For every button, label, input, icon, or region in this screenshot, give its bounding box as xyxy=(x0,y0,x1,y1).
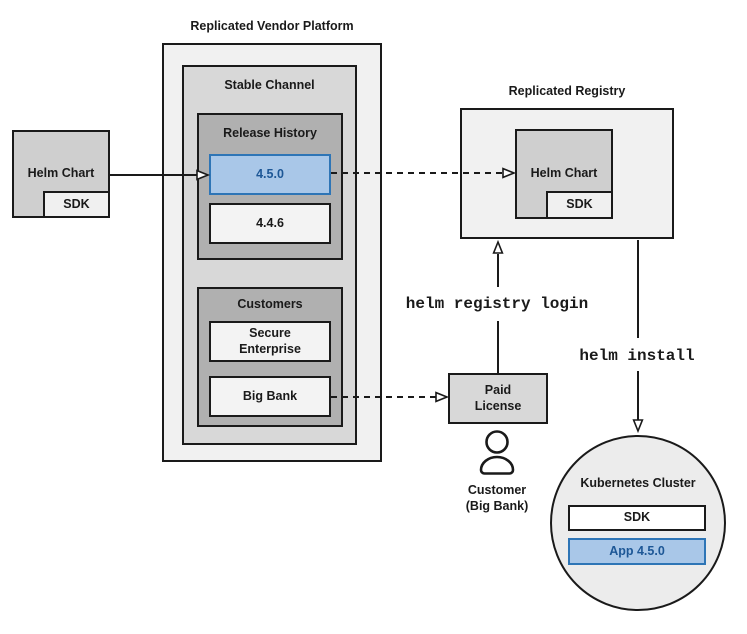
kubernetes-cluster-title: Kubernetes Cluster xyxy=(580,476,696,490)
vendor-platform-title: Replicated Vendor Platform xyxy=(190,19,354,33)
customer-actor-label: Customer (Big Bank) xyxy=(465,483,529,514)
kubernetes-app-label: App 4.5.0 xyxy=(609,543,665,558)
helm-install-label: helm install xyxy=(579,347,695,365)
helm-chart-source-sdk-box: SDK xyxy=(43,191,110,218)
customers-title: Customers xyxy=(237,297,303,311)
release-version-450-label: 4.5.0 xyxy=(256,166,284,181)
helm-chart-source-box: Helm Chart SDK xyxy=(12,130,110,218)
release-history-title: Release History xyxy=(223,126,317,140)
paid-license-label: Paid License xyxy=(474,382,522,413)
kubernetes-app-box: App 4.5.0 xyxy=(568,538,706,565)
customer-secure-enterprise: Secure Enterprise xyxy=(209,321,331,362)
paid-license-box: Paid License xyxy=(448,373,548,424)
release-version-446-label: 4.4.6 xyxy=(256,215,284,230)
customer-secure-enterprise-label: Secure Enterprise xyxy=(239,325,301,356)
kubernetes-sdk-box: SDK xyxy=(568,505,706,531)
registry-sdk-label: SDK xyxy=(566,197,593,212)
registry-title: Replicated Registry xyxy=(508,84,626,98)
person-icon xyxy=(479,430,515,475)
release-version-446: 4.4.6 xyxy=(209,203,331,244)
customer-big-bank-label: Big Bank xyxy=(242,388,298,403)
release-version-450: 4.5.0 xyxy=(209,154,331,195)
registry-sdk-box: SDK xyxy=(546,191,613,219)
helm-chart-source-label: Helm Chart xyxy=(27,166,95,181)
kubernetes-sdk-label: SDK xyxy=(623,510,651,525)
helm-registry-login-label: helm registry login xyxy=(405,295,589,313)
registry-helm-chart-box: Helm Chart SDK xyxy=(515,129,613,219)
registry-to-cluster-arrow xyxy=(632,240,644,434)
customer-big-bank: Big Bank xyxy=(209,376,331,417)
helm-chart-source-sdk-label: SDK xyxy=(63,196,90,211)
registry-helm-chart-label: Helm Chart xyxy=(530,166,598,181)
stable-channel-title: Stable Channel xyxy=(224,78,315,92)
